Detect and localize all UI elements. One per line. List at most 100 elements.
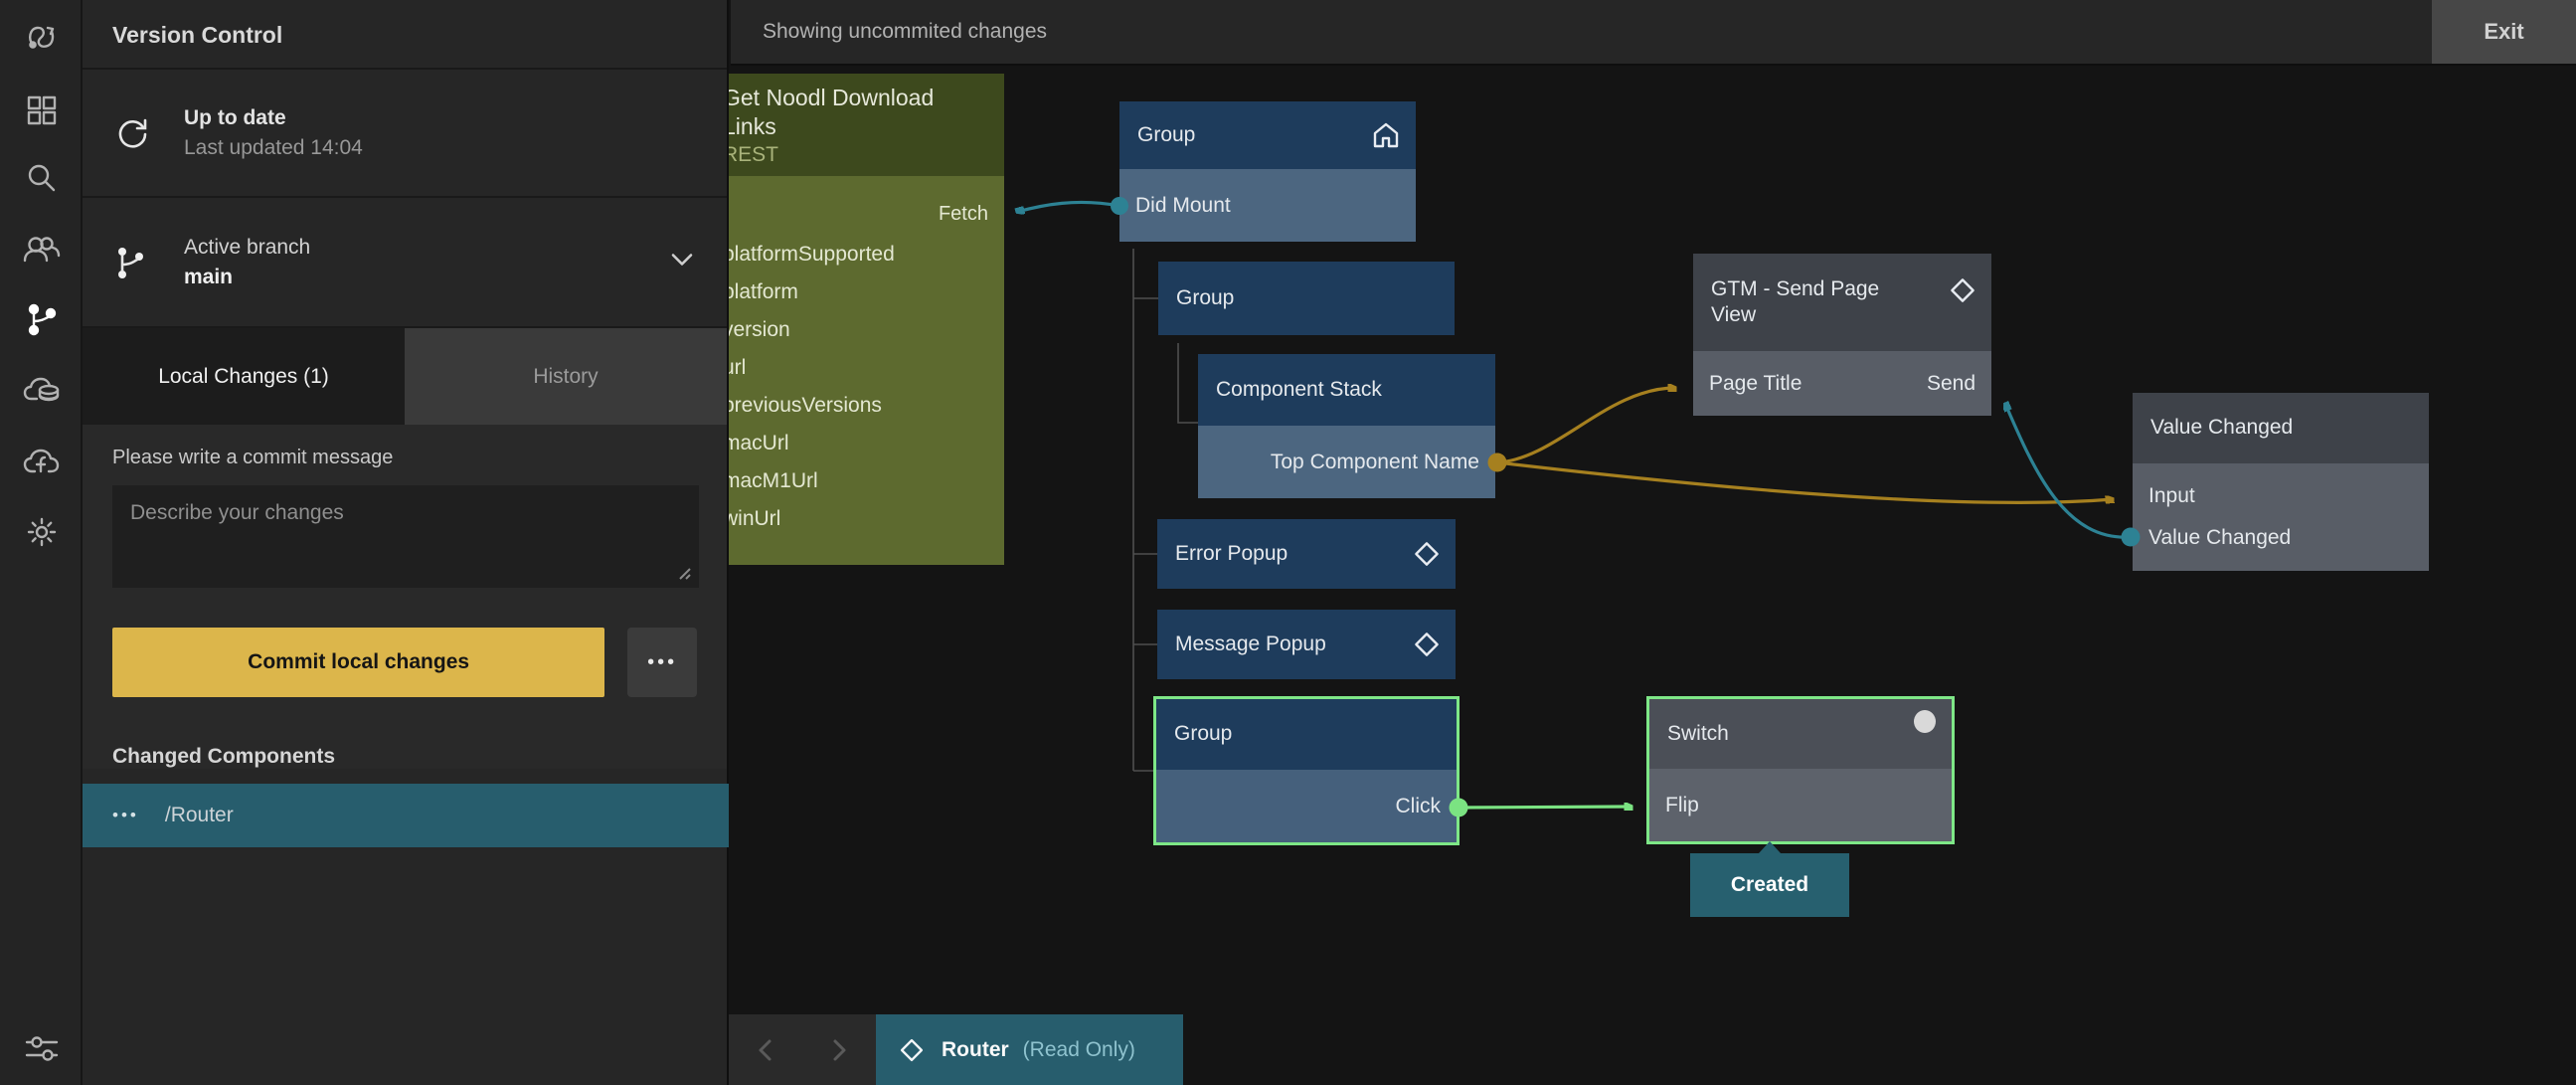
node-title: GTM - Send Page View <box>1711 276 1880 326</box>
noodl-logo-icon <box>28 26 54 49</box>
branch-label: Active branch <box>184 235 311 259</box>
commit-button-row: Commit local changes ••• <box>112 628 697 697</box>
chevron-left-icon <box>759 1039 772 1060</box>
sync-last-updated: Last updated 14:04 <box>184 135 363 159</box>
commit-message-label: Please write a commit message <box>112 447 394 468</box>
more-options-button[interactable]: ••• <box>627 628 697 697</box>
sync-status-row[interactable]: Up to date Last updated 14:04 <box>83 70 727 198</box>
version-control-icon[interactable] <box>0 290 83 348</box>
canvas-topbar: Showing uncommited changes Exit <box>731 0 2576 66</box>
app-sidebar <box>0 0 83 1085</box>
component-tab-name: Router <box>942 1037 1009 1061</box>
settings-gear-icon[interactable] <box>0 503 83 561</box>
local-changes-content: Please write a commit message Commit loc… <box>83 425 727 769</box>
node-group-selected[interactable]: Group Click <box>1153 696 1460 845</box>
commit-local-changes-button[interactable]: Commit local changes <box>112 628 605 697</box>
component-diamond-icon <box>900 1038 924 1061</box>
created-tooltip: Created <box>1690 841 1849 917</box>
port-output[interactable]: url <box>729 356 747 379</box>
changed-components-heading: Changed Components <box>112 745 335 768</box>
open-component-tab-router[interactable]: Router (Read Only) <box>876 1014 1183 1085</box>
node-group-child[interactable]: Group <box>1158 262 1455 335</box>
home-icon <box>1370 119 1402 157</box>
status-dot <box>1914 710 1936 733</box>
wire-did-mount-to-fetch[interactable] <box>1017 200 1120 212</box>
port-output-value-changed[interactable]: Value Changed <box>2148 526 2292 549</box>
resize-handle-icon[interactable] <box>676 565 692 586</box>
port-input-page-title[interactable]: Page Title <box>1709 371 1803 395</box>
search-icon[interactable] <box>0 149 83 207</box>
port-output-top-component-name[interactable]: Top Component Name <box>1270 450 1479 473</box>
row-menu-dots-icon[interactable]: ••• <box>112 806 139 824</box>
node-message-popup[interactable]: Message Popup <box>1157 610 1456 679</box>
components-grid-icon[interactable] <box>0 82 83 139</box>
vc-tabs: Local Changes (1) History <box>83 328 727 425</box>
node-rest-get-noodl-download-links[interactable]: Get Noodl Download Links REST Fetch plat… <box>729 74 1004 565</box>
commit-message-input[interactable] <box>112 485 699 588</box>
tab-local-changes[interactable]: Local Changes (1) <box>83 328 405 425</box>
wire-topname-to-page-title[interactable] <box>1496 388 1675 464</box>
exit-button[interactable]: Exit <box>2432 0 2576 64</box>
panel-title: Version Control <box>83 0 727 70</box>
node-title: Group <box>1176 285 1235 309</box>
port-output-did-mount[interactable]: Did Mount <box>1135 193 1231 217</box>
collaborators-icon[interactable] <box>0 221 83 278</box>
component-diamond-icon <box>1412 630 1442 665</box>
connection-wires[interactable] <box>729 66 2576 1085</box>
cloud-database-icon[interactable] <box>0 362 83 420</box>
port-output[interactable]: macUrl <box>729 432 789 454</box>
port-input-fetch[interactable]: Fetch <box>938 202 988 225</box>
port-input-send[interactable]: Send <box>1926 371 1975 395</box>
port-output[interactable]: platformSupported <box>729 243 895 266</box>
node-title: Switch <box>1667 721 1729 745</box>
port-output[interactable]: previousVersions <box>729 394 882 417</box>
refresh-icon[interactable] <box>112 113 184 153</box>
tooltip-label: Created <box>1730 873 1809 896</box>
wire-value-changed-to-send[interactable] <box>2005 404 2132 539</box>
cloud-functions-icon[interactable] <box>0 434 83 491</box>
node-title: Value Changed <box>2150 416 2294 440</box>
component-tab-readonly: (Read Only) <box>1022 1037 1135 1061</box>
port-output[interactable]: winUrl <box>729 507 781 530</box>
tooltip-arrow <box>1759 841 1781 853</box>
uncommitted-changes-status: Showing uncommited changes <box>763 20 1048 43</box>
sync-status: Up to date <box>184 105 286 129</box>
component-diamond-icon <box>1948 275 1977 311</box>
changed-component-row-router[interactable]: ••• /Router <box>83 784 729 847</box>
commit-message-wrap <box>112 485 699 593</box>
node-gtm-send-page-view[interactable]: GTM - Send Page View Page Title Send <box>1693 254 1991 416</box>
branch-text: Active branch main <box>184 236 310 289</box>
node-title: Group <box>1137 122 1196 146</box>
node-error-popup[interactable]: Error Popup <box>1157 519 1456 589</box>
node-value-changed[interactable]: Value Changed Input Value Changed <box>2133 393 2429 571</box>
changed-component-name: /Router <box>164 804 234 826</box>
node-component-stack[interactable]: Component Stack Top Component Name <box>1198 354 1495 498</box>
tab-history[interactable]: History <box>405 328 727 425</box>
noodl-logo-icon[interactable] <box>0 8 83 66</box>
port-output-click[interactable]: Click <box>1395 794 1442 817</box>
active-branch-row[interactable]: Active branch main <box>83 198 727 328</box>
node-graph-canvas[interactable]: Get Noodl Download Links REST Fetch plat… <box>729 66 2576 1085</box>
chevron-down-icon[interactable] <box>667 250 697 274</box>
port-output[interactable]: macM1Url <box>729 469 818 492</box>
branch-name: main <box>184 265 234 288</box>
node-group-home[interactable]: Group Did Mount <box>1119 101 1416 242</box>
node-switch[interactable]: Switch Flip <box>1646 696 1955 844</box>
node-subtitle: REST <box>729 142 779 166</box>
git-branch-icon <box>112 243 184 282</box>
navigate-back-button[interactable] <box>729 1014 802 1085</box>
sync-status-text: Up to date Last updated 14:04 <box>184 106 363 160</box>
chevron-right-icon <box>833 1039 846 1060</box>
node-title: Message Popup <box>1175 632 1326 655</box>
wire-topname-to-input[interactable] <box>1496 460 2113 504</box>
node-title: Component Stack <box>1216 377 1382 401</box>
wire-click-to-flip[interactable] <box>1458 807 1631 808</box>
port-input-input[interactable]: Input <box>2148 484 2195 507</box>
port-output[interactable]: platform <box>729 280 798 303</box>
navigate-forward-button[interactable] <box>802 1014 876 1085</box>
port-output[interactable]: version <box>729 318 790 341</box>
port-input-flip[interactable]: Flip <box>1665 793 1699 816</box>
component-diamond-icon <box>1412 539 1442 575</box>
preferences-sliders-icon[interactable] <box>0 1019 83 1077</box>
